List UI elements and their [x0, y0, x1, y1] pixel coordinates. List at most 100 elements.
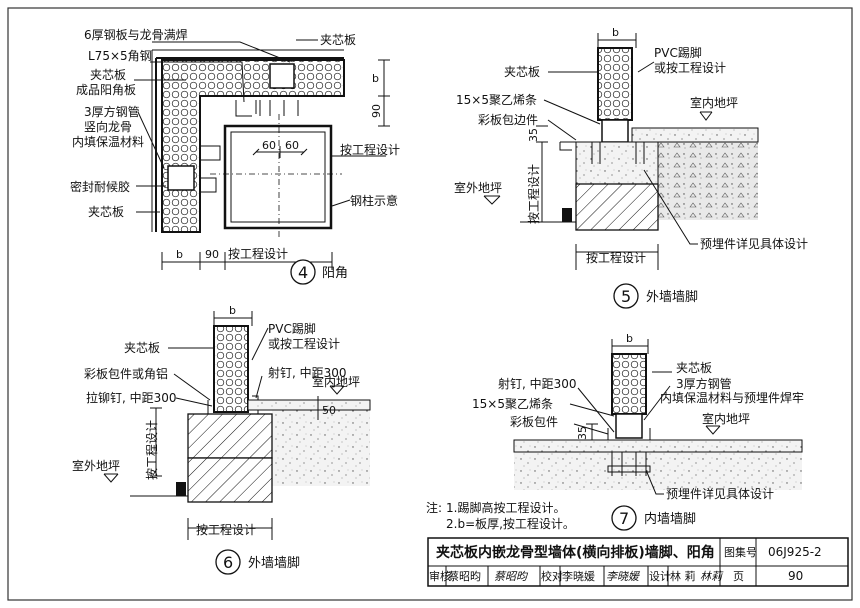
- label-trim: 彩板包件或角铝: [84, 366, 168, 381]
- review-label: 审核: [429, 569, 451, 583]
- dim-b-right: b: [372, 72, 379, 85]
- detail-7-index: [611, 505, 637, 531]
- label-sandwich-bottom: 夹芯板: [88, 205, 124, 219]
- detail-7-caption: 内墙墙脚: [644, 511, 696, 527]
- label-tube-c: 内填保温材料: [72, 135, 144, 149]
- indoor-screed: [247, 399, 371, 411]
- label-angle-steel: L75×5角钢: [88, 49, 152, 63]
- page-label: 页: [733, 570, 744, 583]
- ground-beam: [187, 457, 273, 503]
- label-tube-b: 竖向龙骨: [84, 119, 132, 134]
- designer-name: 林 莉: [670, 569, 696, 583]
- detail-5-caption: 外墙墙脚: [646, 289, 698, 305]
- indoor-screed: [631, 127, 759, 143]
- dim-35: 35: [576, 426, 589, 440]
- note-2: 2.b=板厚,按工程设计。: [446, 516, 575, 531]
- label-rivet: 拉铆钉, 中距300: [86, 390, 177, 405]
- dim-90-bottom: 90: [205, 248, 219, 261]
- dim-60-right: 60: [285, 139, 299, 152]
- notes-head: 注:: [426, 500, 442, 515]
- steel-column: [223, 124, 333, 230]
- sheet-border: [7, 7, 853, 601]
- label-embed: 预埋件详见具体设计: [666, 486, 774, 501]
- sheet-title: 夹芯板内嵌龙骨型墙体(横向排板)墙脚、阳角: [436, 544, 715, 561]
- detail-5-index: [613, 283, 639, 309]
- label-embed: 预埋件详见具体设计: [700, 236, 808, 251]
- square-tube-top: [269, 63, 295, 89]
- dim-35: 35: [527, 128, 540, 142]
- label-trim: 彩板包边件: [478, 113, 538, 127]
- label-weld: 6厚钢板与龙骨满焊: [84, 27, 188, 42]
- label-nail: 射钉, 中距300: [498, 376, 577, 391]
- label-indoor: 室内地坪: [690, 95, 738, 110]
- sandwich-panel: [213, 325, 249, 413]
- detail-4-index: [290, 259, 316, 285]
- sandwich-panel: [611, 353, 647, 415]
- ground-beam-top: [187, 413, 273, 459]
- label-sandwich: 夹芯板: [676, 361, 712, 375]
- label-design-right: 按工程设计: [340, 142, 400, 157]
- label-design-bottom: 按工程设计: [228, 246, 288, 261]
- dim-b: b: [612, 26, 619, 39]
- dim-b: b: [626, 332, 633, 345]
- detail-4-caption: 阳角: [322, 266, 348, 281]
- detail-7-number: 7: [619, 509, 629, 528]
- checker-name: 李晓媛: [562, 569, 595, 583]
- label-nail: 射钉, 中距300: [268, 365, 347, 380]
- label-tube-a: 3厚方钢管: [676, 376, 732, 391]
- embedded-plate: [607, 465, 651, 473]
- label-sealant: 密封耐候胶: [70, 179, 130, 194]
- label-corner-a: 夹芯板: [90, 68, 126, 82]
- square-tube-side: [167, 165, 195, 191]
- detail-5-exterior-footing: b 35 按工程设计 按工程设计 PVC踢脚 或按工程设计 夹芯板: [454, 26, 808, 309]
- label-strip: 15×5聚乙烯条: [456, 93, 537, 107]
- detail-6-caption: 外墙墙脚: [248, 555, 300, 571]
- label-pvc-b: 或按工程设计: [268, 336, 340, 351]
- outdoor-edge: [176, 482, 186, 496]
- dim-60-left: 60: [262, 139, 276, 152]
- note-1: 1.踢脚高按工程设计。: [446, 500, 565, 515]
- label-tube-b: 内填保温材料与预埋件焊牢: [660, 390, 804, 405]
- dim-50: 50: [322, 404, 336, 417]
- page-number: 90: [788, 569, 803, 583]
- label-indoor: 室内地坪: [702, 411, 750, 426]
- square-tube: [601, 119, 629, 143]
- outdoor-edge: [562, 208, 572, 222]
- notes: 注: 1.踢脚高按工程设计。 2.b=板厚,按工程设计。: [426, 500, 575, 531]
- label-design-bottom: 按工程设计: [196, 522, 256, 537]
- detail-4-corner: 60 60 b 90 b 90 按工程设计 6厚钢板与龙骨满焊 夹芯板 L75×…: [70, 27, 400, 285]
- label-corner-b: 成品阳角板: [76, 83, 136, 97]
- dim-90-right: 90: [370, 104, 383, 118]
- square-tube: [615, 413, 643, 439]
- label-design-vertical: 按工程设计: [144, 420, 159, 480]
- reviewer-name: 蔡昭昀: [448, 569, 481, 583]
- title-block: 夹芯板内嵌龙骨型墙体(横向排板)墙脚、阳角 图集号 06J925-2 审核 蔡昭…: [427, 537, 849, 587]
- label-sandwich-top: 夹芯板: [320, 33, 356, 47]
- detail-5-number: 5: [621, 287, 631, 306]
- dim-b: b: [229, 304, 236, 317]
- detail-6-number: 6: [223, 553, 233, 572]
- detail-4-number: 4: [298, 263, 308, 282]
- indoor-fill: [272, 410, 370, 486]
- check-label: 校对: [541, 569, 563, 583]
- indoor-fill: [514, 452, 802, 490]
- label-strip: 15×5聚乙烯条: [472, 397, 553, 411]
- label-outdoor: 室外地坪: [454, 180, 502, 195]
- label-outdoor: 室外地坪: [72, 458, 120, 473]
- reviewer-signature: 蔡昭昀: [494, 570, 529, 583]
- label-tube-a: 3厚方钢管: [84, 104, 140, 119]
- label-trim: 彩板包件: [510, 415, 558, 429]
- atlas-number: 06J925-2: [768, 545, 822, 559]
- ground-beam-top: [575, 141, 659, 185]
- designer-signature: 林莉: [700, 570, 724, 583]
- label-indoor: 室内地坪: [312, 374, 360, 389]
- label-pvc-b: 或按工程设计: [654, 60, 726, 75]
- flashing-trim: [559, 142, 572, 151]
- dim-b-bottom: b: [176, 248, 183, 261]
- detail-7-interior-footing: b 35 夹芯板 射钉, 中距300 3厚方钢管 内填保温材料与预埋件焊牢 15…: [472, 332, 804, 531]
- detail-6-exterior-footing: b 50 按工程设计 按工程设计 夹芯板 PVC踢脚 或按工程设计 彩板包件或角…: [72, 304, 371, 575]
- detail-6-index: [215, 549, 241, 575]
- label-pvc-a: PVC踢脚: [654, 45, 702, 60]
- label-sandwich: 夹芯板: [504, 65, 540, 79]
